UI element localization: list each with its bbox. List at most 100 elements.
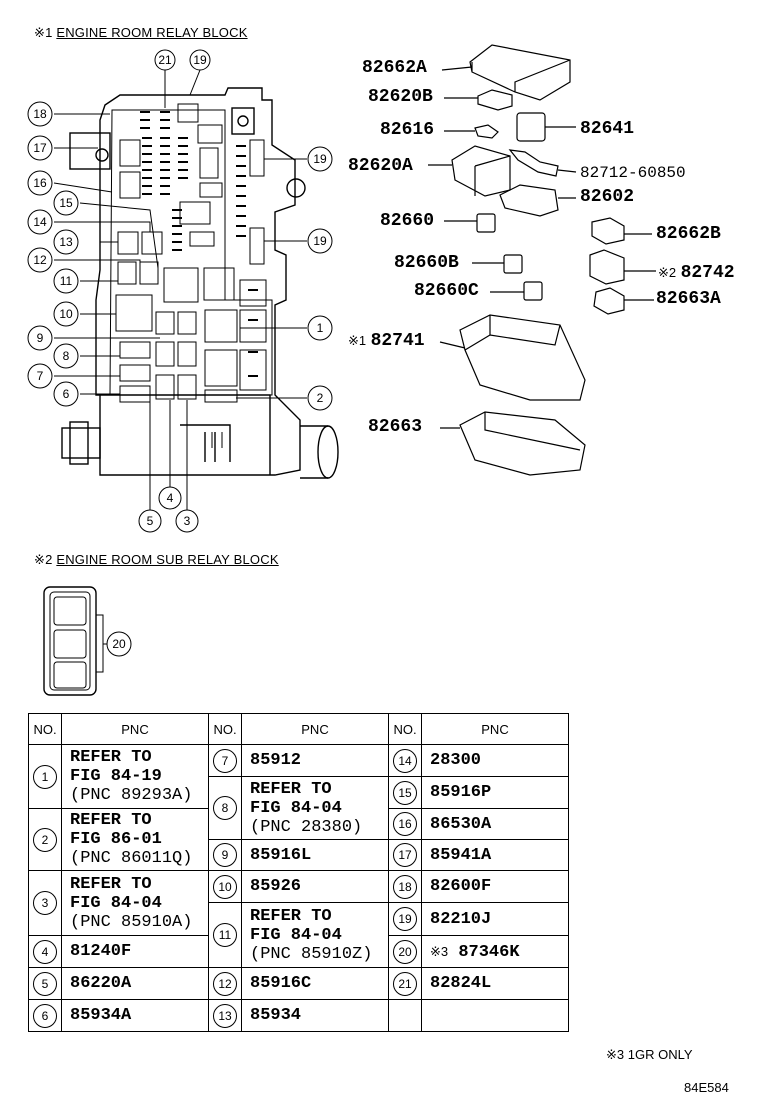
item-number: 14 bbox=[393, 748, 417, 773]
callout-11: 11 bbox=[60, 274, 73, 288]
figure-code: 84E584 bbox=[684, 1080, 729, 1095]
table-cell-no: 17 bbox=[388, 839, 422, 871]
callout-7: 7 bbox=[37, 369, 44, 383]
item-number: 12 bbox=[213, 971, 237, 996]
part-label-82741-group: ※1 82741 bbox=[348, 331, 425, 351]
callout-10: 10 bbox=[59, 307, 73, 321]
item-number: 11 bbox=[213, 923, 237, 947]
note-mark: ※2 bbox=[34, 552, 53, 567]
pnc-value: 85912 bbox=[250, 751, 302, 770]
pnc-value: 85934A bbox=[70, 1006, 132, 1025]
pnc-line: FIG 84-04 bbox=[250, 925, 342, 945]
callout-15: 15 bbox=[59, 196, 73, 210]
part-label-82663: 82663 bbox=[368, 417, 423, 437]
table-cell-no: 3 bbox=[28, 870, 62, 936]
note-mark: ※1 bbox=[34, 25, 53, 40]
item-number: 4 bbox=[33, 939, 57, 964]
table-cell-pnc: 86530A bbox=[421, 808, 569, 840]
heading-text: ENGINE ROOM SUB RELAY BLOCK bbox=[56, 552, 279, 567]
pnc-line: (PNC 89293A) bbox=[70, 786, 193, 805]
note-mark: ※3 bbox=[430, 943, 449, 959]
note-mark: ※1 bbox=[348, 333, 367, 348]
table-cell-pnc: REFER TO FIG 84-04 (PNC 85910A) bbox=[61, 870, 209, 936]
pnc-line: (PNC 86011Q) bbox=[70, 849, 193, 868]
header-pnc: PNC bbox=[421, 713, 569, 745]
table-cell-no: 7 bbox=[208, 744, 242, 777]
table-cell-pnc: 85934A bbox=[61, 999, 209, 1032]
table-cell-pnc: 85912 bbox=[241, 744, 389, 777]
pnc-line: REFER TO bbox=[250, 779, 332, 799]
table-cell-pnc: 85926 bbox=[241, 870, 389, 903]
table-cell-no: 13 bbox=[208, 999, 242, 1032]
item-number: 6 bbox=[33, 1003, 57, 1028]
callout-9: 9 bbox=[37, 331, 44, 345]
note-mark: ※3 bbox=[606, 1047, 625, 1062]
item-number: 1 bbox=[33, 764, 57, 789]
part-label-82662B: 82662B bbox=[656, 224, 721, 244]
parts-exploded-view bbox=[428, 44, 656, 476]
table-cell-no: 6 bbox=[28, 999, 62, 1032]
heading-text: ENGINE ROOM RELAY BLOCK bbox=[56, 25, 248, 40]
heading-sub-relay-block: ※2 ENGINE ROOM SUB RELAY BLOCK bbox=[34, 552, 279, 568]
table-cell-empty bbox=[388, 999, 422, 1032]
table-cell-no: 16 bbox=[388, 808, 422, 840]
sub-relay-block-diagram bbox=[43, 586, 132, 696]
header-pnc: PNC bbox=[61, 713, 209, 745]
item-number: 17 bbox=[393, 843, 417, 867]
part-label-82741: 82741 bbox=[370, 331, 425, 351]
pnc-value: 85916C bbox=[250, 974, 312, 993]
callout-21: 21 bbox=[158, 53, 172, 67]
table-cell-no: 11 bbox=[208, 902, 242, 968]
header-no: NO. bbox=[208, 713, 242, 745]
pnc-value: 85916L bbox=[250, 845, 312, 865]
part-label-82660B: 82660B bbox=[394, 253, 459, 273]
item-number: 8 bbox=[213, 796, 237, 820]
part-label-82602: 82602 bbox=[580, 187, 635, 207]
pnc-line: REFER TO bbox=[250, 906, 332, 926]
table-cell-pnc: 85916C bbox=[241, 967, 389, 1000]
pnc-value: 87346K bbox=[458, 942, 520, 962]
pnc-line: REFER TO bbox=[70, 874, 152, 894]
pnc-value: 86530A bbox=[430, 814, 492, 834]
callout-5: 5 bbox=[147, 514, 154, 528]
item-number: 13 bbox=[213, 1003, 237, 1028]
callout-1: 1 bbox=[317, 321, 324, 335]
leader-lines bbox=[53, 69, 307, 510]
part-label-82620A: 82620A bbox=[348, 156, 413, 176]
table-cell-pnc: 82824L bbox=[421, 967, 569, 1000]
header-pnc: PNC bbox=[241, 713, 389, 745]
table-cell-pnc: 85916P bbox=[421, 776, 569, 809]
callout-8: 8 bbox=[63, 349, 70, 363]
table-cell-pnc: REFER TO FIG 84-04 (PNC 85910Z) bbox=[241, 902, 389, 968]
part-label-82660: 82660 bbox=[380, 211, 435, 231]
item-number: 20 bbox=[393, 939, 417, 964]
item-number: 21 bbox=[393, 971, 417, 996]
callout-16: 16 bbox=[33, 176, 47, 190]
pnc-value: 85934 bbox=[250, 1006, 302, 1025]
table-cell-no: 8 bbox=[208, 776, 242, 840]
pnc-value: 82210J bbox=[430, 909, 492, 929]
table-cell-pnc: 81240F bbox=[61, 935, 209, 968]
table-cell-no: 4 bbox=[28, 935, 62, 968]
pnc-line: FIG 84-04 bbox=[70, 893, 162, 913]
item-number: 9 bbox=[213, 843, 237, 867]
callout-3: 3 bbox=[184, 514, 191, 528]
pnc-line: (PNC 85910A) bbox=[70, 912, 193, 932]
table-cell-pnc: REFER TO FIG 84-04 (PNC 28380) bbox=[241, 776, 389, 840]
footnote-text: 1GR ONLY bbox=[627, 1047, 693, 1062]
table-cell-empty bbox=[421, 999, 569, 1032]
table-cell-pnc: 85916L bbox=[241, 839, 389, 871]
pnc-value: 28300 bbox=[430, 751, 482, 770]
footnote: ※3 1GR ONLY bbox=[606, 1047, 693, 1063]
callout-13: 13 bbox=[59, 235, 73, 249]
pnc-value: 82824L bbox=[430, 974, 492, 993]
callout-17: 17 bbox=[33, 141, 47, 155]
pnc-value: 85941A bbox=[430, 845, 492, 865]
item-number: 2 bbox=[33, 827, 57, 852]
item-number: 16 bbox=[393, 812, 417, 836]
part-label-82620B: 82620B bbox=[368, 87, 433, 107]
callout-6: 6 bbox=[63, 387, 70, 401]
part-label-82662A: 82662A bbox=[362, 58, 427, 78]
pnc-line: (PNC 85910Z) bbox=[250, 944, 373, 964]
part-label-82641: 82641 bbox=[580, 119, 635, 139]
